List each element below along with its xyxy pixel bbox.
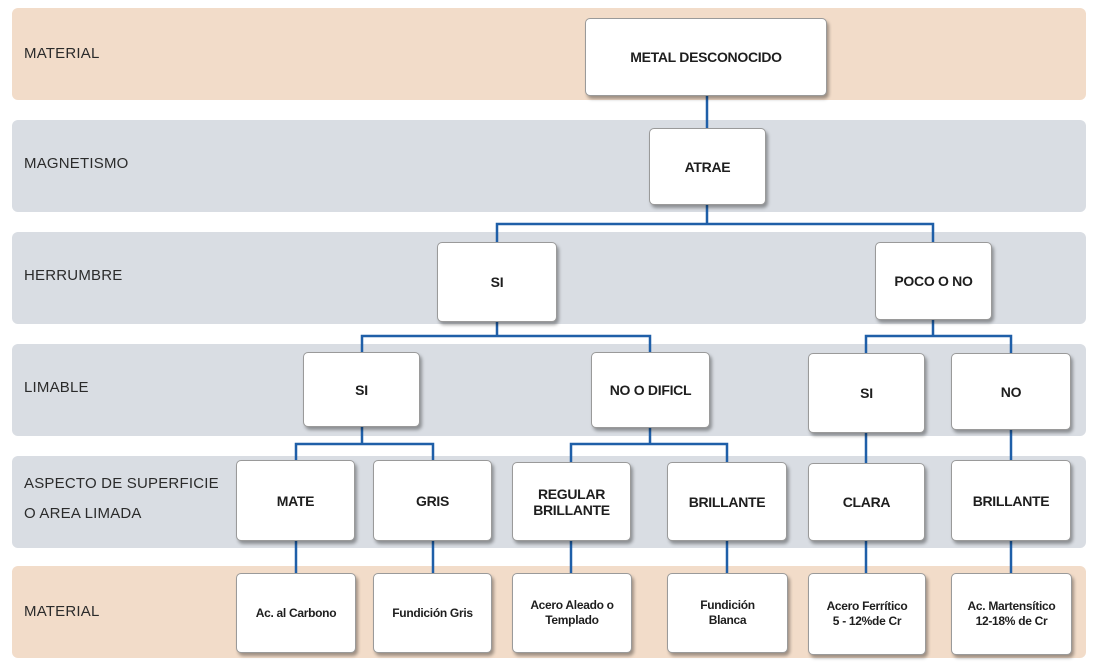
edge-herr-si-limable xyxy=(360,322,652,352)
row-band-material-top xyxy=(12,8,1086,100)
edge-lim-si-a-aspecto xyxy=(294,427,435,460)
node-aspecto-clara: CLARA xyxy=(808,463,925,541)
node-metal-desconocido: METAL DESCONOCIDO xyxy=(585,18,827,96)
row-label-magnetismo: MAGNETISMO xyxy=(24,155,129,172)
node-aspecto-gris: GRIS xyxy=(373,460,492,541)
edge-lim-no-dificil-aspecto xyxy=(569,428,729,462)
row-label-herrumbre: HERRUMBRE xyxy=(24,267,123,284)
node-aspecto-brillante-a: BRILLANTE xyxy=(667,462,787,541)
node-aspecto-mate: MATE xyxy=(236,460,355,541)
node-material-fundicion-blanca: Fundición Blanca xyxy=(667,573,788,653)
edge-atrae-herrumbre xyxy=(495,205,935,242)
node-aspecto-regular-brillante: REGULAR BRILLANTE xyxy=(512,462,631,541)
node-limable-si-b: SI xyxy=(808,353,925,433)
row-label-material-bottom: MATERIAL xyxy=(24,603,100,620)
edge-herr-poco-limable xyxy=(864,320,1013,353)
node-limable-no: NO xyxy=(951,353,1071,430)
node-material-carbono: Ac. al Carbono xyxy=(236,573,356,653)
node-limable-si-a: SI xyxy=(303,352,420,427)
row-label-limable: LIMABLE xyxy=(24,379,89,396)
node-material-acero-ferritico: Acero Ferrítico 5 - 12%de Cr xyxy=(808,573,926,655)
node-atrae: ATRAE xyxy=(649,128,766,205)
node-material-fundicion-gris: Fundición Gris xyxy=(373,573,492,653)
node-material-martensitico: Ac. Martensítico 12-18% de Cr xyxy=(951,573,1072,655)
node-herrumbre-si: SI xyxy=(437,242,557,322)
row-label-material-top: MATERIAL xyxy=(24,45,100,62)
row-label-aspecto: ASPECTO DE SUPERFICIE O AREA LIMADA xyxy=(24,475,219,522)
node-herrumbre-poco-o-no: POCO O NO xyxy=(875,242,992,320)
row-band-magnetismo xyxy=(12,120,1086,212)
node-material-acero-aleado: Acero Aleado o Templado xyxy=(512,573,632,653)
node-limable-no-o-dificil: NO O DIFICL xyxy=(591,352,710,428)
node-aspecto-brillante-b: BRILLANTE xyxy=(951,460,1071,541)
